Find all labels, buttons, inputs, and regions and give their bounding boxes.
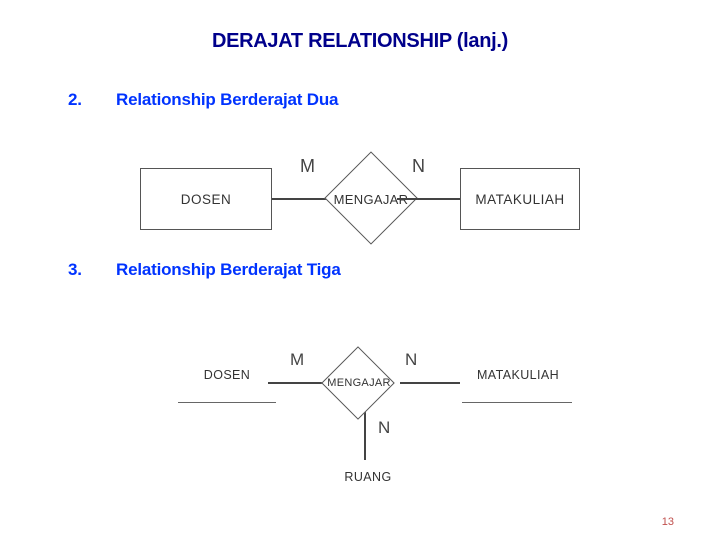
entity-dosen: DOSEN: [140, 168, 272, 230]
entity-matakuliah: MATAKULIAH: [460, 168, 580, 230]
connector-line-left: [272, 198, 332, 200]
entity-dosen-underline: [178, 402, 276, 403]
entity-matakuliah-underline: [462, 402, 572, 403]
cardinality-n-right: N: [405, 350, 418, 369]
bullet-item-3: 3. Relationship Berderajat Tiga: [68, 260, 341, 280]
bullet-number: 2.: [68, 90, 82, 109]
cardinality-m-left: M: [290, 350, 305, 369]
bullet-label: Relationship Berderajat Dua: [116, 90, 339, 109]
bullet-item-2: 2. Relationship Berderajat Dua: [68, 90, 338, 110]
entity-matakuliah: MATAKULIAH: [476, 368, 560, 382]
connector-line-left: [268, 382, 330, 384]
cardinality-n-right: N: [412, 156, 425, 176]
cardinality-m-left: M: [300, 156, 315, 176]
relationship-label-mengajar: MENGAJAR: [333, 191, 409, 207]
diagram-binary-relationship: DOSEN MENGAJAR MATAKULIAH M N: [140, 148, 580, 245]
connector-line-right: [397, 198, 460, 200]
entity-dosen: DOSEN: [203, 368, 251, 382]
bullet-number: 3.: [68, 260, 82, 279]
page-title: DERAJAT RELATIONSHIP (lanj.): [211, 30, 509, 52]
relationship-label-mengajar: MENGAJAR: [327, 377, 391, 389]
diagram-ternary-relationship: DOSEN MATAKULIAH MENGAJAR M N N RUANG: [150, 346, 580, 500]
connector-line-right: [400, 382, 460, 384]
page-number: 13: [661, 516, 674, 528]
bullet-label: Relationship Berderajat Tiga: [116, 260, 341, 279]
entity-ruang: RUANG: [344, 470, 392, 484]
cardinality-n-bottom: N: [378, 418, 391, 437]
connector-line-bottom: [364, 408, 366, 460]
